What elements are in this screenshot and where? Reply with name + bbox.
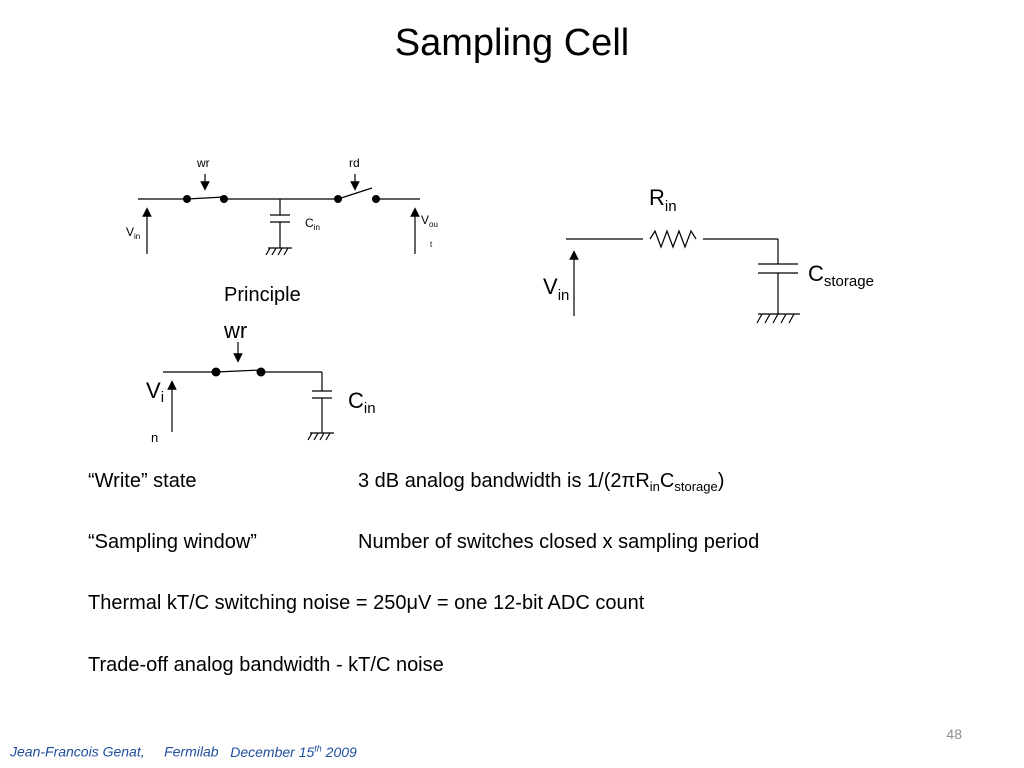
footer-date: December 15th 2009: [230, 743, 357, 760]
rin-label: Rin: [649, 185, 677, 215]
write-circuit: [163, 342, 334, 441]
principle-caption: Principle: [224, 284, 301, 306]
footer-lab: Fermilab: [164, 743, 219, 760]
vin-label-3: Vin: [543, 274, 569, 304]
footer: Jean-Francois Genat, Fermilab December 1…: [10, 743, 357, 760]
sampling-window-label: “Sampling window”: [88, 531, 257, 553]
trade-off-row: Trade-off analog bandwidth - kT/C noise: [88, 654, 444, 676]
page-number: 48: [946, 726, 962, 742]
wr-label-2: wr: [223, 318, 247, 343]
vin-label-2: Vi: [146, 378, 164, 406]
vin-label: Vin: [126, 225, 140, 241]
vout-label-suffix: t: [430, 240, 433, 249]
footer-author: Jean-Francois Genat,: [10, 743, 145, 760]
write-switch-contacts: [211, 367, 266, 377]
sampling-window-description: Number of switches closed x sampling per…: [358, 531, 760, 553]
principle-switch-contacts: [183, 195, 380, 203]
slide-title: Sampling Cell: [394, 22, 630, 64]
wr-label: wr: [196, 156, 210, 170]
rc-circuit: [566, 229, 800, 324]
write-state-row: “Write” state 3 dB analog bandwidth is 1…: [88, 470, 724, 494]
vin-label-2-suffix: n: [151, 430, 158, 445]
write-state-label: “Write” state: [88, 470, 197, 492]
thermal-noise-row: Thermal kT/C switching noise = 250μV = o…: [88, 592, 645, 614]
sampling-window-row: “Sampling window” Number of switches clo…: [88, 531, 759, 554]
vout-label: Vou: [421, 213, 438, 229]
cin-label: Cin: [305, 216, 320, 232]
rd-label: rd: [349, 156, 360, 170]
cstorage-label: Cstorage: [808, 261, 874, 290]
cin-label-2: Cin: [348, 388, 376, 417]
principle-circuit: [138, 174, 420, 256]
bandwidth-formula: 3 dB analog bandwidth is 1/(2πRinCstorag…: [358, 470, 725, 494]
